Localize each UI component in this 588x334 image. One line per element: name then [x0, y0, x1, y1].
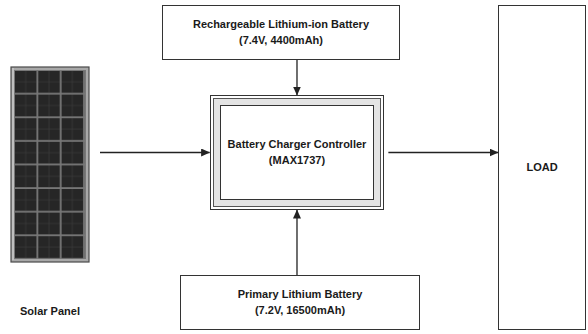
arrow-connector — [296, 210, 297, 275]
node-label: Primary Lithium Battery — [238, 287, 363, 303]
arrow-connector — [100, 152, 210, 153]
node-detail: (7.2V, 16500mAh) — [255, 303, 345, 319]
arrow-connector — [388, 152, 498, 153]
battery-box: Primary Lithium Battery(7.2V, 16500mAh) — [180, 275, 420, 330]
node-label: Rechargeable Lithium-ion Battery — [193, 17, 369, 33]
arrow-connector — [296, 60, 297, 95]
controller-box: Battery Charger Controller(MAX1737) — [210, 95, 385, 210]
node-detail: (MAX1737) — [269, 153, 325, 169]
node-label: Battery Charger Controller — [228, 137, 367, 153]
solar-panel: Solar Panel — [4, 66, 96, 322]
battery-box: Rechargeable Lithium-ion Battery(7.4V, 4… — [162, 5, 400, 60]
node-label: Solar Panel — [20, 304, 80, 320]
load-box: LOAD — [498, 5, 586, 330]
node-label: LOAD — [526, 160, 557, 176]
node-detail: (7.4V, 4400mAh) — [239, 33, 323, 49]
